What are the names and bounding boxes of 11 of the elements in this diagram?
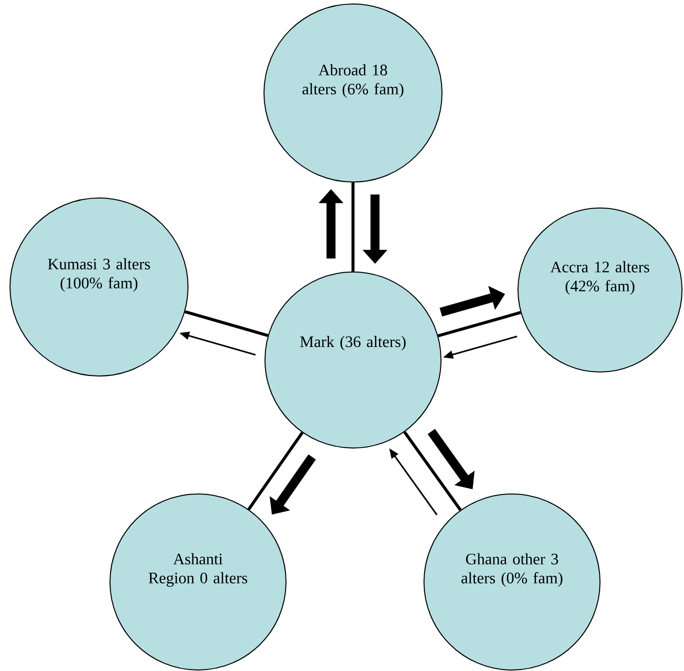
- connector-line: [403, 431, 462, 511]
- circle-node: Mark (36 alters): [264, 272, 442, 448]
- connector-line: [438, 311, 522, 338]
- circle-node: Ashanti Region 0 alters: [110, 494, 286, 670]
- circle-node: Abroad 18 alters (6% fam): [264, 4, 442, 182]
- circle-node: Accra 12 alters (42% fam): [518, 208, 683, 372]
- circle-node: Ghana other 3 alters (0% fam): [424, 494, 600, 670]
- connector-line: [184, 310, 268, 337]
- connector-line: [247, 432, 304, 510]
- circle-node: Kumasi 3 alters (100% fam): [10, 198, 188, 376]
- connector-line: [352, 182, 354, 272]
